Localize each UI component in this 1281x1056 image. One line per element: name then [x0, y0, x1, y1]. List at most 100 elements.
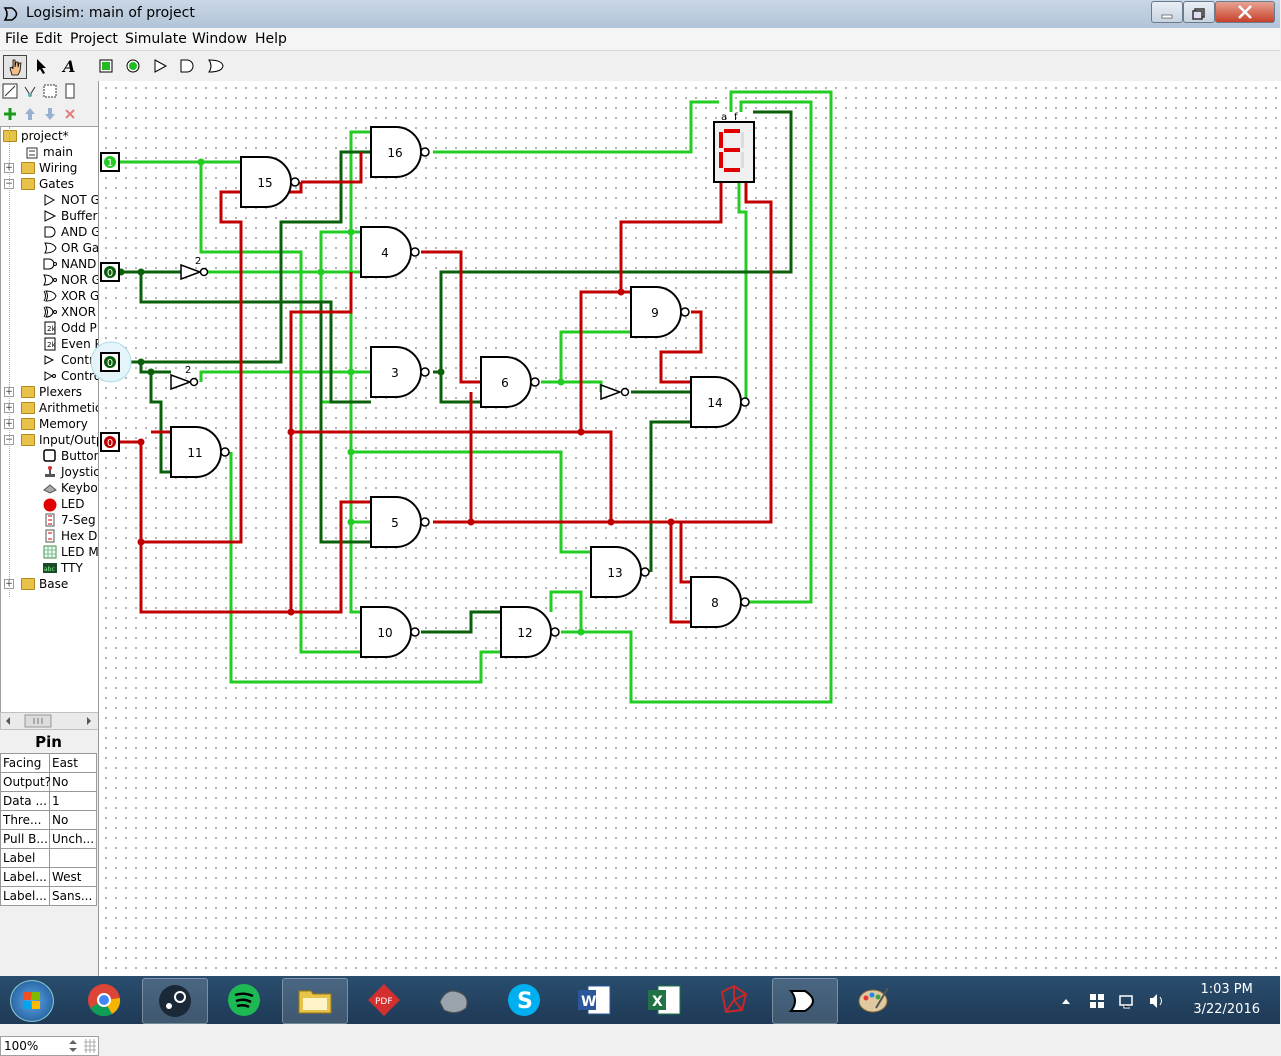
tree-arithmetic[interactable]: Arithmetic: [21, 400, 102, 416]
add-circuit-icon[interactable]: [2, 106, 18, 122]
taskbar-gallery[interactable]: [422, 978, 486, 1022]
nand-gate[interactable]: 15: [240, 156, 300, 208]
wire[interactable]: [737, 182, 748, 402]
wire[interactable]: [421, 250, 481, 384]
taskbar-word[interactable]: W: [562, 978, 626, 1022]
menu-window[interactable]: Window: [192, 31, 248, 47]
nand-gate[interactable]: 9: [630, 286, 690, 338]
sim-tree-icon[interactable]: [22, 83, 38, 99]
wire[interactable]: [541, 380, 603, 392]
tree-button[interactable]: Button: [43, 448, 101, 464]
toolbox-icon[interactable]: [2, 83, 18, 99]
wire[interactable]: [669, 522, 691, 624]
tree-not-gate[interactable]: NOT G: [43, 192, 100, 208]
not-gate-tool[interactable]: [151, 55, 173, 77]
nand-gate[interactable]: 10: [360, 606, 420, 658]
taskbar-spotify[interactable]: [212, 978, 276, 1022]
input-pin[interactable]: 0: [100, 432, 120, 452]
taskbar-logisim[interactable]: [772, 978, 838, 1024]
tree-xnor-gate[interactable]: XNOR: [43, 304, 96, 320]
tree-plexers[interactable]: Plexers: [21, 384, 82, 400]
menu-help[interactable]: Help: [255, 31, 287, 47]
input-pin-tool[interactable]: [95, 55, 117, 77]
wire[interactable]: [671, 520, 691, 584]
taskbar-paint[interactable]: [842, 978, 906, 1022]
tree-nand-gate[interactable]: NAND: [43, 256, 96, 272]
wire[interactable]: [319, 302, 371, 544]
attr-row[interactable]: Pull B...Unch...: [0, 829, 98, 849]
remove-circuit-icon[interactable]: [62, 106, 78, 122]
input-pin[interactable]: 0: [90, 341, 132, 383]
nand-gate[interactable]: 12: [500, 606, 560, 658]
nand-gate[interactable]: 6: [480, 356, 540, 408]
menu-project[interactable]: Project: [70, 31, 118, 47]
wire[interactable]: [119, 150, 371, 364]
wire[interactable]: [349, 130, 371, 232]
taskbar-steam[interactable]: [142, 978, 208, 1024]
close-button[interactable]: [1215, 1, 1275, 23]
wire[interactable]: [139, 272, 371, 404]
nand-gate[interactable]: 13: [590, 546, 650, 598]
tree-led-matrix[interactable]: LED M: [43, 544, 99, 560]
nand-gate[interactable]: 3: [370, 346, 430, 398]
wire[interactable]: [659, 310, 703, 384]
wire[interactable]: [561, 90, 833, 704]
tree-circuit-main[interactable]: main: [25, 144, 73, 160]
wire[interactable]: [319, 230, 361, 272]
appearance-icon[interactable]: [62, 83, 78, 99]
wire[interactable]: [229, 452, 501, 684]
start-button[interactable]: [10, 980, 54, 1022]
attr-row[interactable]: Label...Sans...: [0, 886, 98, 906]
tree-buffer[interactable]: Buffer: [43, 208, 97, 224]
not-gate[interactable]: 2: [170, 365, 199, 391]
wire[interactable]: [149, 372, 171, 474]
windows-update-icon[interactable]: [1090, 994, 1104, 1008]
tree-base[interactable]: Base: [21, 576, 68, 592]
taskbar-file-explorer[interactable]: [282, 978, 348, 1024]
input-pin[interactable]: 0: [100, 262, 120, 282]
taskbar-skype[interactable]: S: [492, 978, 556, 1022]
wire[interactable]: [301, 152, 363, 184]
zoom-spinner-icon[interactable]: [67, 1037, 97, 1055]
horizontal-scrollbar[interactable]: [0, 712, 99, 730]
tree-wiring[interactable]: Wiring: [21, 160, 77, 176]
text-tool-button[interactable]: A: [58, 55, 80, 77]
menu-simulate[interactable]: Simulate: [125, 31, 187, 47]
wire[interactable]: [559, 330, 631, 382]
input-pin[interactable]: 1: [100, 152, 120, 172]
wire[interactable]: [351, 450, 591, 554]
select-tool-button[interactable]: [30, 55, 52, 77]
wire[interactable]: [139, 442, 371, 614]
not-gate[interactable]: 2: [180, 256, 209, 281]
tree-memory[interactable]: Memory: [21, 416, 88, 432]
poke-tool-button[interactable]: [3, 55, 27, 79]
tree-gates[interactable]: Gates: [21, 176, 74, 192]
tree-input-output[interactable]: Input/Outp: [21, 432, 104, 448]
tree-nor-gate[interactable]: NOR G: [43, 272, 101, 288]
tree-controlled-inverter[interactable]: Contro: [43, 368, 101, 384]
tree-keyboard[interactable]: Keybo: [43, 480, 98, 496]
attr-row[interactable]: Output?No: [0, 772, 98, 792]
minimize-button[interactable]: [1151, 1, 1183, 23]
wire[interactable]: [433, 182, 773, 524]
tree-seven-segment[interactable]: 7-Seg: [43, 512, 96, 528]
menu-file[interactable]: File: [5, 31, 29, 47]
wire[interactable]: [579, 290, 631, 432]
wire[interactable]: [349, 372, 361, 614]
nand-gate[interactable]: 4: [360, 226, 420, 278]
seven-segment-display[interactable]: a f: [713, 112, 755, 183]
or-gate-tool[interactable]: [205, 55, 227, 77]
taskbar-pdf[interactable]: PDF: [352, 978, 416, 1022]
nand-gate[interactable]: 11: [170, 426, 230, 478]
tree-joystick[interactable]: Joystic: [43, 464, 100, 480]
nand-gate[interactable]: 8: [690, 576, 750, 628]
attr-row[interactable]: Label: [0, 848, 98, 868]
menu-edit[interactable]: Edit: [35, 31, 63, 47]
system-tray[interactable]: [1060, 992, 1170, 1010]
wire[interactable]: [421, 610, 501, 634]
